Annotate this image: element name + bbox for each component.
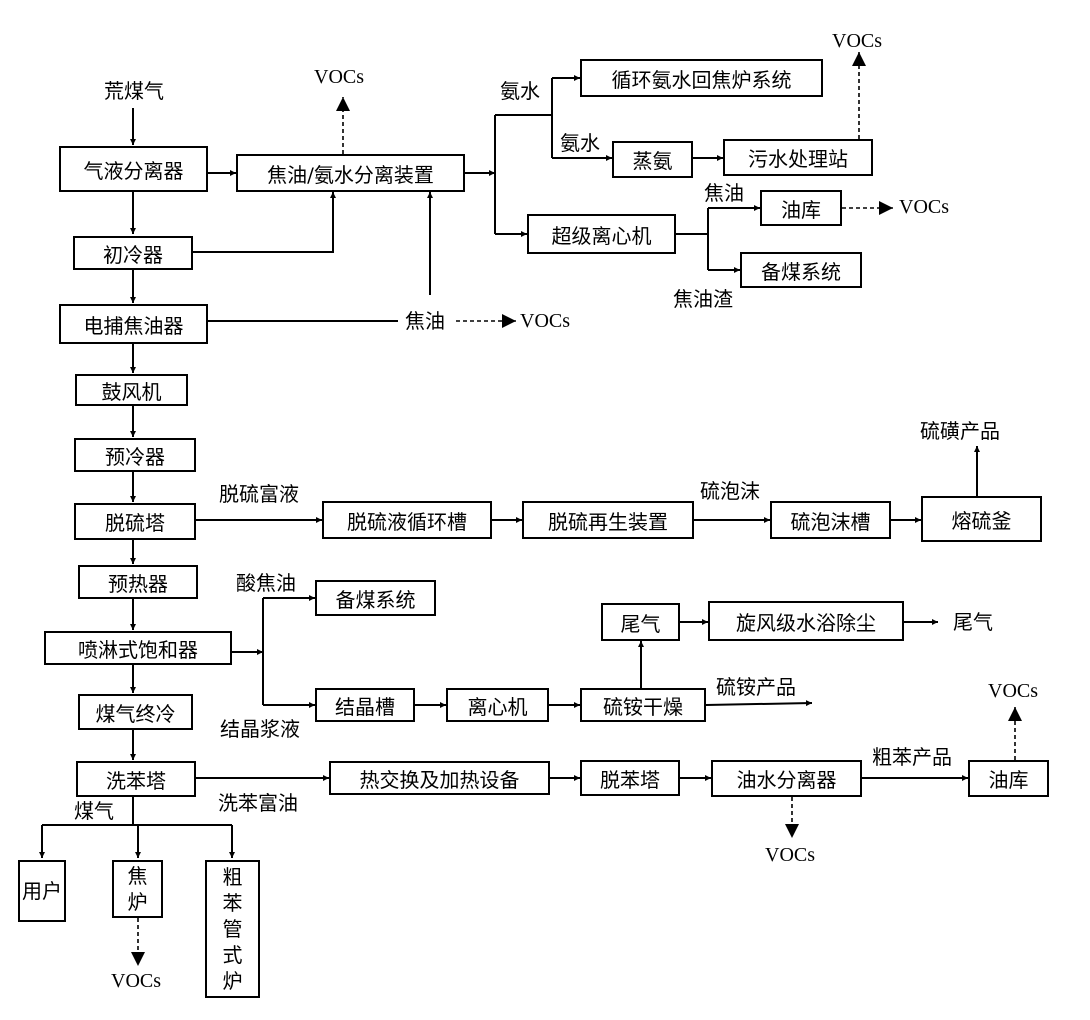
- label-ammonium-sulfate-product: 硫铵产品: [716, 675, 796, 699]
- label-gas: 煤气: [74, 799, 114, 823]
- precooler: 预冷器: [74, 438, 196, 472]
- ammonium-sulfate-dryer: 硫铵干燥: [580, 688, 706, 722]
- gas-liquid-separator: 气液分离器: [59, 146, 208, 192]
- raw-gas-label: 荒煤气: [104, 79, 164, 103]
- wastewater-station: 污水处理站: [723, 139, 873, 176]
- oil-water-separator: 油水分离器: [711, 760, 862, 797]
- desulf-circ-tank: 脱硫液循环槽: [322, 501, 492, 539]
- user-box: 用户: [18, 860, 66, 922]
- primary-cooler: 初冷器: [73, 236, 193, 270]
- vocs-label-tar-separator: VOCs: [314, 66, 365, 88]
- label-ammonia-water-2: 氨水: [560, 131, 600, 155]
- label-tar-1: 焦油: [704, 181, 744, 205]
- label-tar-residue: 焦油渣: [673, 287, 733, 311]
- user-char-1: 用户: [22, 879, 62, 903]
- coal-prep-1: 备煤系统: [740, 252, 862, 288]
- label-sulfur-foam: 硫泡沫: [700, 479, 760, 503]
- sulfur-melter: 熔硫釜: [921, 496, 1042, 542]
- tail-gas-box: 尾气: [601, 603, 680, 641]
- debenzolizer: 脱苯塔: [580, 760, 680, 796]
- spray-saturator: 喷淋式饱和器: [44, 631, 232, 665]
- desulfurization-tower: 脱硫塔: [74, 503, 196, 540]
- label-acid-tar: 酸焦油: [236, 571, 296, 595]
- coal-prep-2: 备煤系统: [315, 580, 436, 616]
- heat-exchange: 热交换及加热设备: [329, 761, 550, 795]
- oil-depot-1: 油库: [760, 190, 842, 226]
- electric-tar-catcher: 电捕焦油器: [59, 304, 208, 344]
- centrifuge: 离心机: [446, 688, 549, 722]
- preheater: 预热器: [78, 565, 198, 599]
- crystal-tank: 结晶槽: [315, 688, 415, 722]
- tar-ammonia-separator: 焦油/氨水分离装置: [236, 154, 465, 192]
- vocs-label-oil-depot-1: VOCs: [899, 196, 950, 218]
- label-tar-2: 焦油: [405, 309, 445, 333]
- coke-oven-label: 焦炉: [127, 864, 148, 914]
- circulating-ammonia-return: 循环氨水回焦炉系统: [580, 59, 823, 97]
- label-rich-desulf-liquid: 脱硫富液: [219, 482, 299, 506]
- crude-benzene-furnace-label: 粗苯管式炉: [222, 865, 243, 993]
- vocs-label-oil-depot-2: VOCs: [988, 680, 1039, 702]
- crude-benzene-furnace-box: 粗苯管式炉: [205, 860, 260, 998]
- flow-dryer-to-ammonium-sulfate-product: [705, 700, 813, 707]
- flow-primary-cooler-to-tar-separator: [193, 192, 336, 253]
- benzene-washer: 洗苯塔: [76, 761, 196, 797]
- cyclone-scrubber: 旋风级水浴除尘: [708, 601, 904, 641]
- ammonia-still: 蒸氨: [612, 141, 693, 178]
- label-crystal-slurry: 结晶浆液: [220, 717, 300, 741]
- label-ammonia-water-1: 氨水: [500, 79, 540, 103]
- blower: 鼓风机: [75, 374, 188, 406]
- sulfur-foam-tank: 硫泡沫槽: [770, 501, 891, 539]
- gas-final-cooler: 煤气终冷: [78, 694, 193, 730]
- label-benzene-rich-oil: 洗苯富油: [218, 791, 298, 815]
- vocs-label-tar-line: VOCs: [520, 310, 571, 332]
- super-centrifuge: 超级离心机: [527, 214, 676, 254]
- vocs-label-coke-oven: VOCs: [111, 970, 162, 992]
- label-crude-benzene-product: 粗苯产品: [872, 745, 952, 769]
- oil-depot-2: 油库: [968, 760, 1049, 797]
- coke-oven-box: 焦炉: [112, 860, 163, 918]
- vocs-label-wastewater: VOCs: [832, 30, 883, 52]
- label-tail-gas: 尾气: [953, 610, 993, 634]
- vocs-label-oil-water-sep: VOCs: [765, 844, 816, 866]
- desulf-regen: 脱硫再生装置: [522, 501, 694, 539]
- label-sulfur-product: 硫磺产品: [920, 419, 1000, 443]
